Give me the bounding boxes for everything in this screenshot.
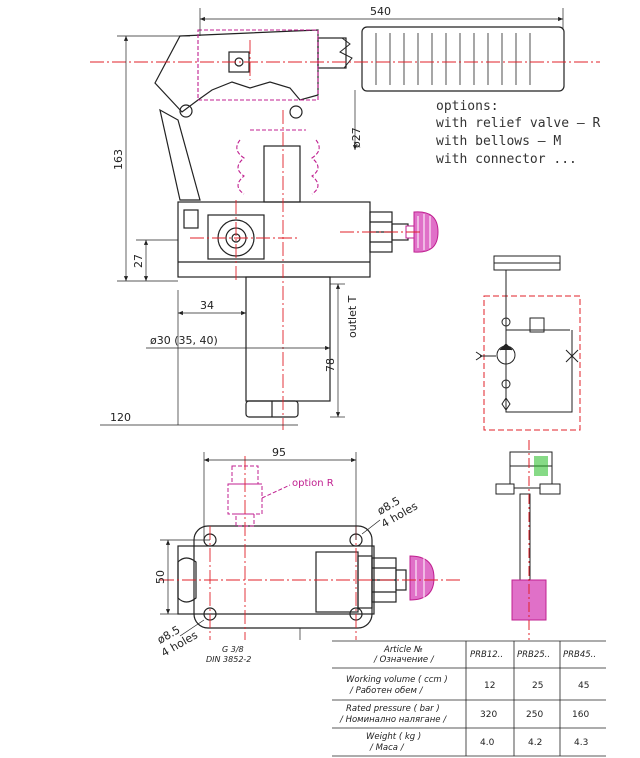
table-row: Weight ( kg ) / Маса / 4.0 4.2 4.3 [366, 732, 588, 753]
row-value: 160 [572, 710, 589, 720]
link-arm [159, 108, 201, 201]
dim-120: 120 [110, 411, 131, 424]
dim-dia27: ø27 [350, 127, 363, 148]
table-row: Rated pressure ( bar ) / Номинално наляг… [339, 704, 589, 725]
options-line2: with bellows – M [436, 134, 561, 149]
options-title: options: [436, 99, 499, 114]
relief-valve-symbol [529, 317, 545, 333]
dim-dia30: ø30 (35, 40) [150, 334, 218, 347]
centerlines-plan [160, 456, 460, 640]
table-header-row: Article № / Означение / PRB12.. PRB25.. … [373, 645, 596, 665]
base-plate [193, 525, 373, 629]
port-opening [177, 557, 197, 603]
dim-163: 163 [112, 149, 125, 170]
thread-spec: G 3/8 [222, 645, 244, 654]
dim-34: 34 [200, 299, 214, 312]
row-label-a: Rated pressure ( bar ) [346, 704, 440, 714]
pump-body [177, 201, 371, 278]
option-r-fitting [227, 465, 291, 527]
dim-95: 95 [272, 446, 286, 459]
check-valve-b [501, 379, 511, 389]
schematic-boundary [483, 295, 581, 431]
row-label-b: / Номинално налягане / [339, 715, 447, 725]
plan-view [177, 525, 407, 629]
label-outlet: outlet T [346, 295, 359, 338]
relief-knob-side [413, 211, 439, 253]
table-header-label-b: / Означение / [373, 655, 435, 665]
side-view [154, 26, 565, 418]
check-valve-a [501, 317, 511, 327]
hydraulic-schematic [475, 255, 581, 431]
options-line3: with connector ... [436, 152, 577, 167]
piston-rod [263, 145, 301, 203]
dim-50: 50 [154, 570, 167, 584]
dim-540: 540 [370, 5, 391, 18]
label-option-r: option R [292, 478, 334, 489]
handle-grip [361, 26, 565, 92]
cylinder [245, 276, 331, 402]
thread-standard: DIN 3852-2 [206, 655, 251, 664]
row-value: 320 [480, 710, 497, 720]
table-col-3: PRB45.. [563, 650, 596, 660]
table-col-2: PRB25.. [517, 650, 550, 660]
bellows-option [197, 29, 320, 195]
row-value: 250 [526, 710, 543, 720]
centerlines-top [90, 40, 600, 430]
row-label-b: / Маса / [369, 743, 405, 753]
row-value: 12 [484, 681, 495, 691]
dim-78: 78 [324, 358, 337, 372]
break-symbol [339, 37, 353, 69]
table-row: Working volume ( ccm ) / Работен обем / … [346, 675, 589, 696]
dimension-lines-top [100, 8, 564, 426]
table-col-1: PRB12.. [470, 650, 503, 660]
row-value: 4.2 [528, 738, 542, 748]
row-label-b: / Работен обем / [349, 686, 424, 696]
row-label-a: Weight ( kg ) [366, 732, 421, 742]
options-line1: with relief valve – R [436, 116, 601, 131]
row-value: 4.3 [574, 738, 588, 748]
dimension-lines-plan [160, 452, 381, 640]
row-value: 45 [578, 681, 589, 691]
row-value: 25 [532, 681, 543, 691]
options-block: options: with relief valve – R with bell… [436, 99, 601, 167]
handle-tube [317, 37, 347, 69]
grip-ribs [375, 33, 531, 85]
section-detail [495, 440, 561, 640]
row-label-a: Working volume ( ccm ) [346, 675, 448, 685]
row-value: 4.0 [480, 738, 495, 748]
dim-27: 27 [132, 254, 145, 268]
spec-table [332, 640, 606, 757]
table-header-label-a: Article № [383, 645, 423, 655]
relief-knob-plan [409, 555, 435, 601]
